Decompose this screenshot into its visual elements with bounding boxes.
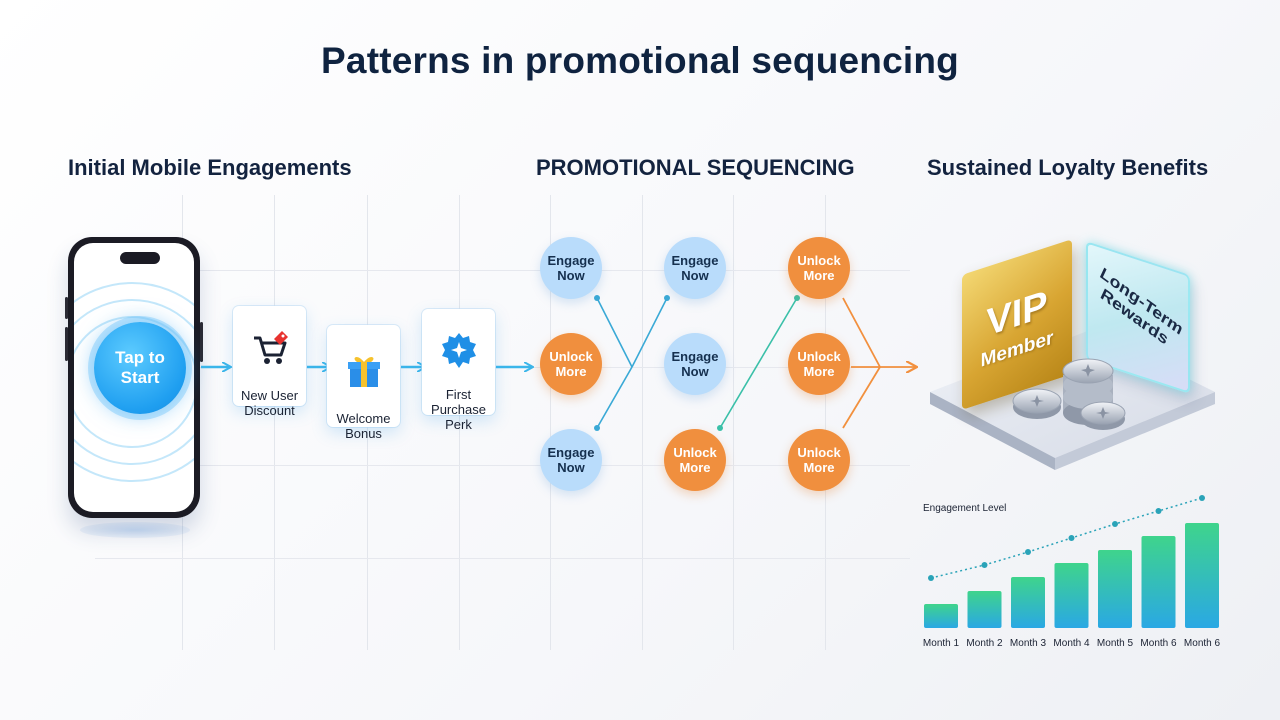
chart-x-tick-label: Month 4	[1053, 638, 1090, 649]
connector-dots	[717, 295, 800, 431]
step-label: Welcome Bonus	[336, 411, 391, 441]
chart-x-tick-label: Month 6	[1183, 638, 1221, 649]
chart-title: Engagement Level	[923, 503, 1007, 514]
coin-stack-icon	[1012, 358, 1126, 430]
engagement-chart	[924, 495, 1219, 628]
section-title-loyalty: Sustained Loyalty Benefits	[927, 155, 1209, 180]
step-label: New User Discount	[240, 388, 299, 418]
branch-connector	[596, 297, 668, 429]
shopping-cart-icon	[253, 331, 288, 364]
sequence-node-unlock-more[interactable]: Unlock More	[540, 333, 602, 395]
phone-shadow	[80, 522, 190, 538]
trend-point	[981, 562, 988, 568]
trend-point	[1112, 521, 1118, 527]
phone-side-button	[65, 327, 68, 361]
chart-bar	[967, 591, 1002, 628]
sequence-node-unlock-more[interactable]: Unlock More	[788, 333, 850, 395]
sequence-node-engage-now[interactable]: Engage Now	[664, 237, 726, 299]
step-card-welcome-bonus[interactable]: Welcome Bonus	[327, 325, 400, 441]
branch-connector	[719, 297, 798, 429]
section-title-initial: Initial Mobile Engagements	[68, 155, 352, 180]
sequence-node-engage-now[interactable]: Engage Now	[664, 333, 726, 395]
step-card-first-purchase-perk[interactable]: First Purchase Perk	[422, 309, 495, 432]
chart-bar	[924, 604, 958, 628]
trend-point	[1068, 535, 1075, 541]
chart-bar	[1011, 577, 1045, 628]
star-badge-icon	[441, 333, 476, 368]
phone-notch	[120, 252, 160, 264]
sequence-node-unlock-more[interactable]: Unlock More	[788, 237, 850, 299]
step-card-new-user-discount[interactable]: New User Discount	[233, 306, 306, 418]
chart-x-tick-label: Month 1	[922, 638, 960, 649]
chart-x-tick-label: Month 3	[1009, 638, 1047, 649]
grid-line	[95, 270, 910, 271]
grid-line	[274, 195, 275, 650]
grid-line	[95, 465, 910, 466]
grid-line	[95, 558, 910, 559]
step-label: First Purchase Perk	[431, 387, 486, 432]
chart-bar	[1141, 536, 1176, 628]
sequence-node-engage-now[interactable]: Engage Now	[540, 237, 602, 299]
merge-connector	[842, 297, 916, 429]
gift-box-icon	[347, 356, 380, 387]
chart-x-tick-label: Month 5	[1096, 638, 1134, 649]
sequence-node-unlock-more[interactable]: Unlock More	[788, 429, 850, 491]
page-title: Patterns in promotional sequencing	[321, 40, 959, 81]
ripple-ring	[74, 316, 194, 448]
trend-point	[1199, 495, 1205, 501]
chart-bar	[1098, 550, 1132, 628]
chart-x-tick-label: Month 2	[966, 638, 1003, 649]
section-title-sequencing: PROMOTIONAL SEQUENCING	[536, 155, 855, 180]
phone-side-button	[200, 322, 203, 362]
trend-point	[1025, 549, 1031, 555]
phone-side-button	[65, 297, 68, 319]
trend-point	[928, 575, 934, 581]
chart-x-tick-label: Month 6	[1140, 638, 1177, 649]
sequence-node-unlock-more[interactable]: Unlock More	[664, 429, 726, 491]
sequence-node-engage-now[interactable]: Engage Now	[540, 429, 602, 491]
ripple-ring	[74, 299, 194, 465]
chart-bar	[1054, 563, 1089, 628]
grid-line	[642, 195, 643, 650]
grid-line	[825, 195, 826, 650]
tap-to-start-button[interactable]: Tap to Start	[94, 322, 186, 414]
grid-line	[550, 195, 551, 650]
connector-dots	[594, 295, 670, 431]
chart-bar	[1185, 523, 1219, 628]
grid-line	[733, 195, 734, 650]
trend-point	[1155, 508, 1162, 514]
ripple-ring	[74, 282, 194, 482]
grid-line	[459, 195, 460, 650]
rewards-card-label: Long-Term Rewards	[1097, 264, 1186, 349]
